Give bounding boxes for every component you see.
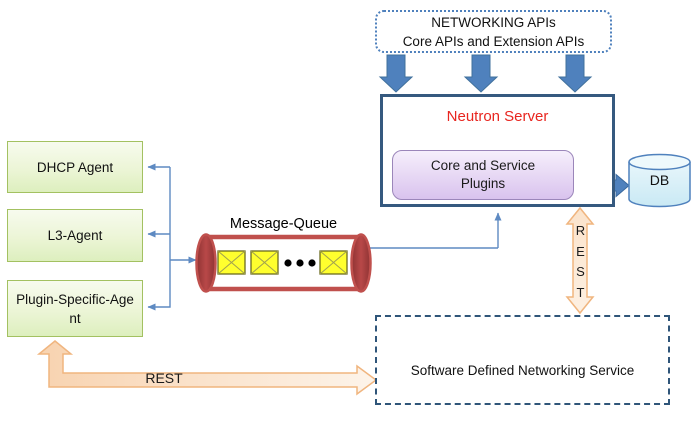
dhcp-agent-box: DHCP Agent (7, 141, 143, 193)
rest-vertical-label: REST (575, 223, 586, 300)
sdn-service-box: Software Defined Networking Service (375, 315, 670, 405)
core-service-plugins-label: Core and Service Plugins (430, 158, 536, 191)
api-down-arrow-icon (557, 54, 593, 93)
networking-apis-box: NETWORKING APIs Core APIs and Extension … (375, 10, 612, 53)
networking-apis-subtitle: Core APIs and Extension APIs (402, 33, 585, 49)
envelope-icon (250, 250, 279, 275)
dhcp-agent-label: DHCP Agent (36, 159, 114, 175)
rest-horizontal-label: REST (145, 370, 183, 386)
queue-right-cap (350, 233, 372, 293)
ellipsis-dots-icon (284, 259, 316, 267)
message-queue-cylinder (195, 233, 372, 293)
l3-agent-label: L3-Agent (47, 228, 103, 243)
sdn-service-label: Software Defined Networking Service (410, 362, 635, 378)
envelope-icon (217, 250, 246, 275)
db-cylinder (628, 153, 691, 208)
db-label: DB (649, 172, 670, 188)
message-queue-label: Message-Queue (229, 216, 338, 232)
queue-left-cap (195, 233, 217, 293)
networking-apis-title: NETWORKING APIs (431, 14, 556, 30)
api-down-arrow-icon (378, 54, 414, 93)
plugin-specific-agent-box: Plugin-Specific-Agent (7, 280, 143, 337)
envelope-icon (319, 250, 348, 275)
rest-vertical-double-arrow-icon (565, 206, 595, 315)
core-service-plugins-box: Core and Service Plugins (392, 150, 574, 200)
connector-agents-vertical (147, 167, 171, 311)
api-down-arrow-icon (463, 54, 499, 93)
l3-agent-box: L3-Agent (7, 209, 143, 262)
rest-elbow-double-arrow-icon (36, 340, 378, 396)
plugin-specific-agent-label: Plugin-Specific-Agent (16, 291, 134, 326)
neutron-server-title: Neutron Server (446, 108, 549, 125)
